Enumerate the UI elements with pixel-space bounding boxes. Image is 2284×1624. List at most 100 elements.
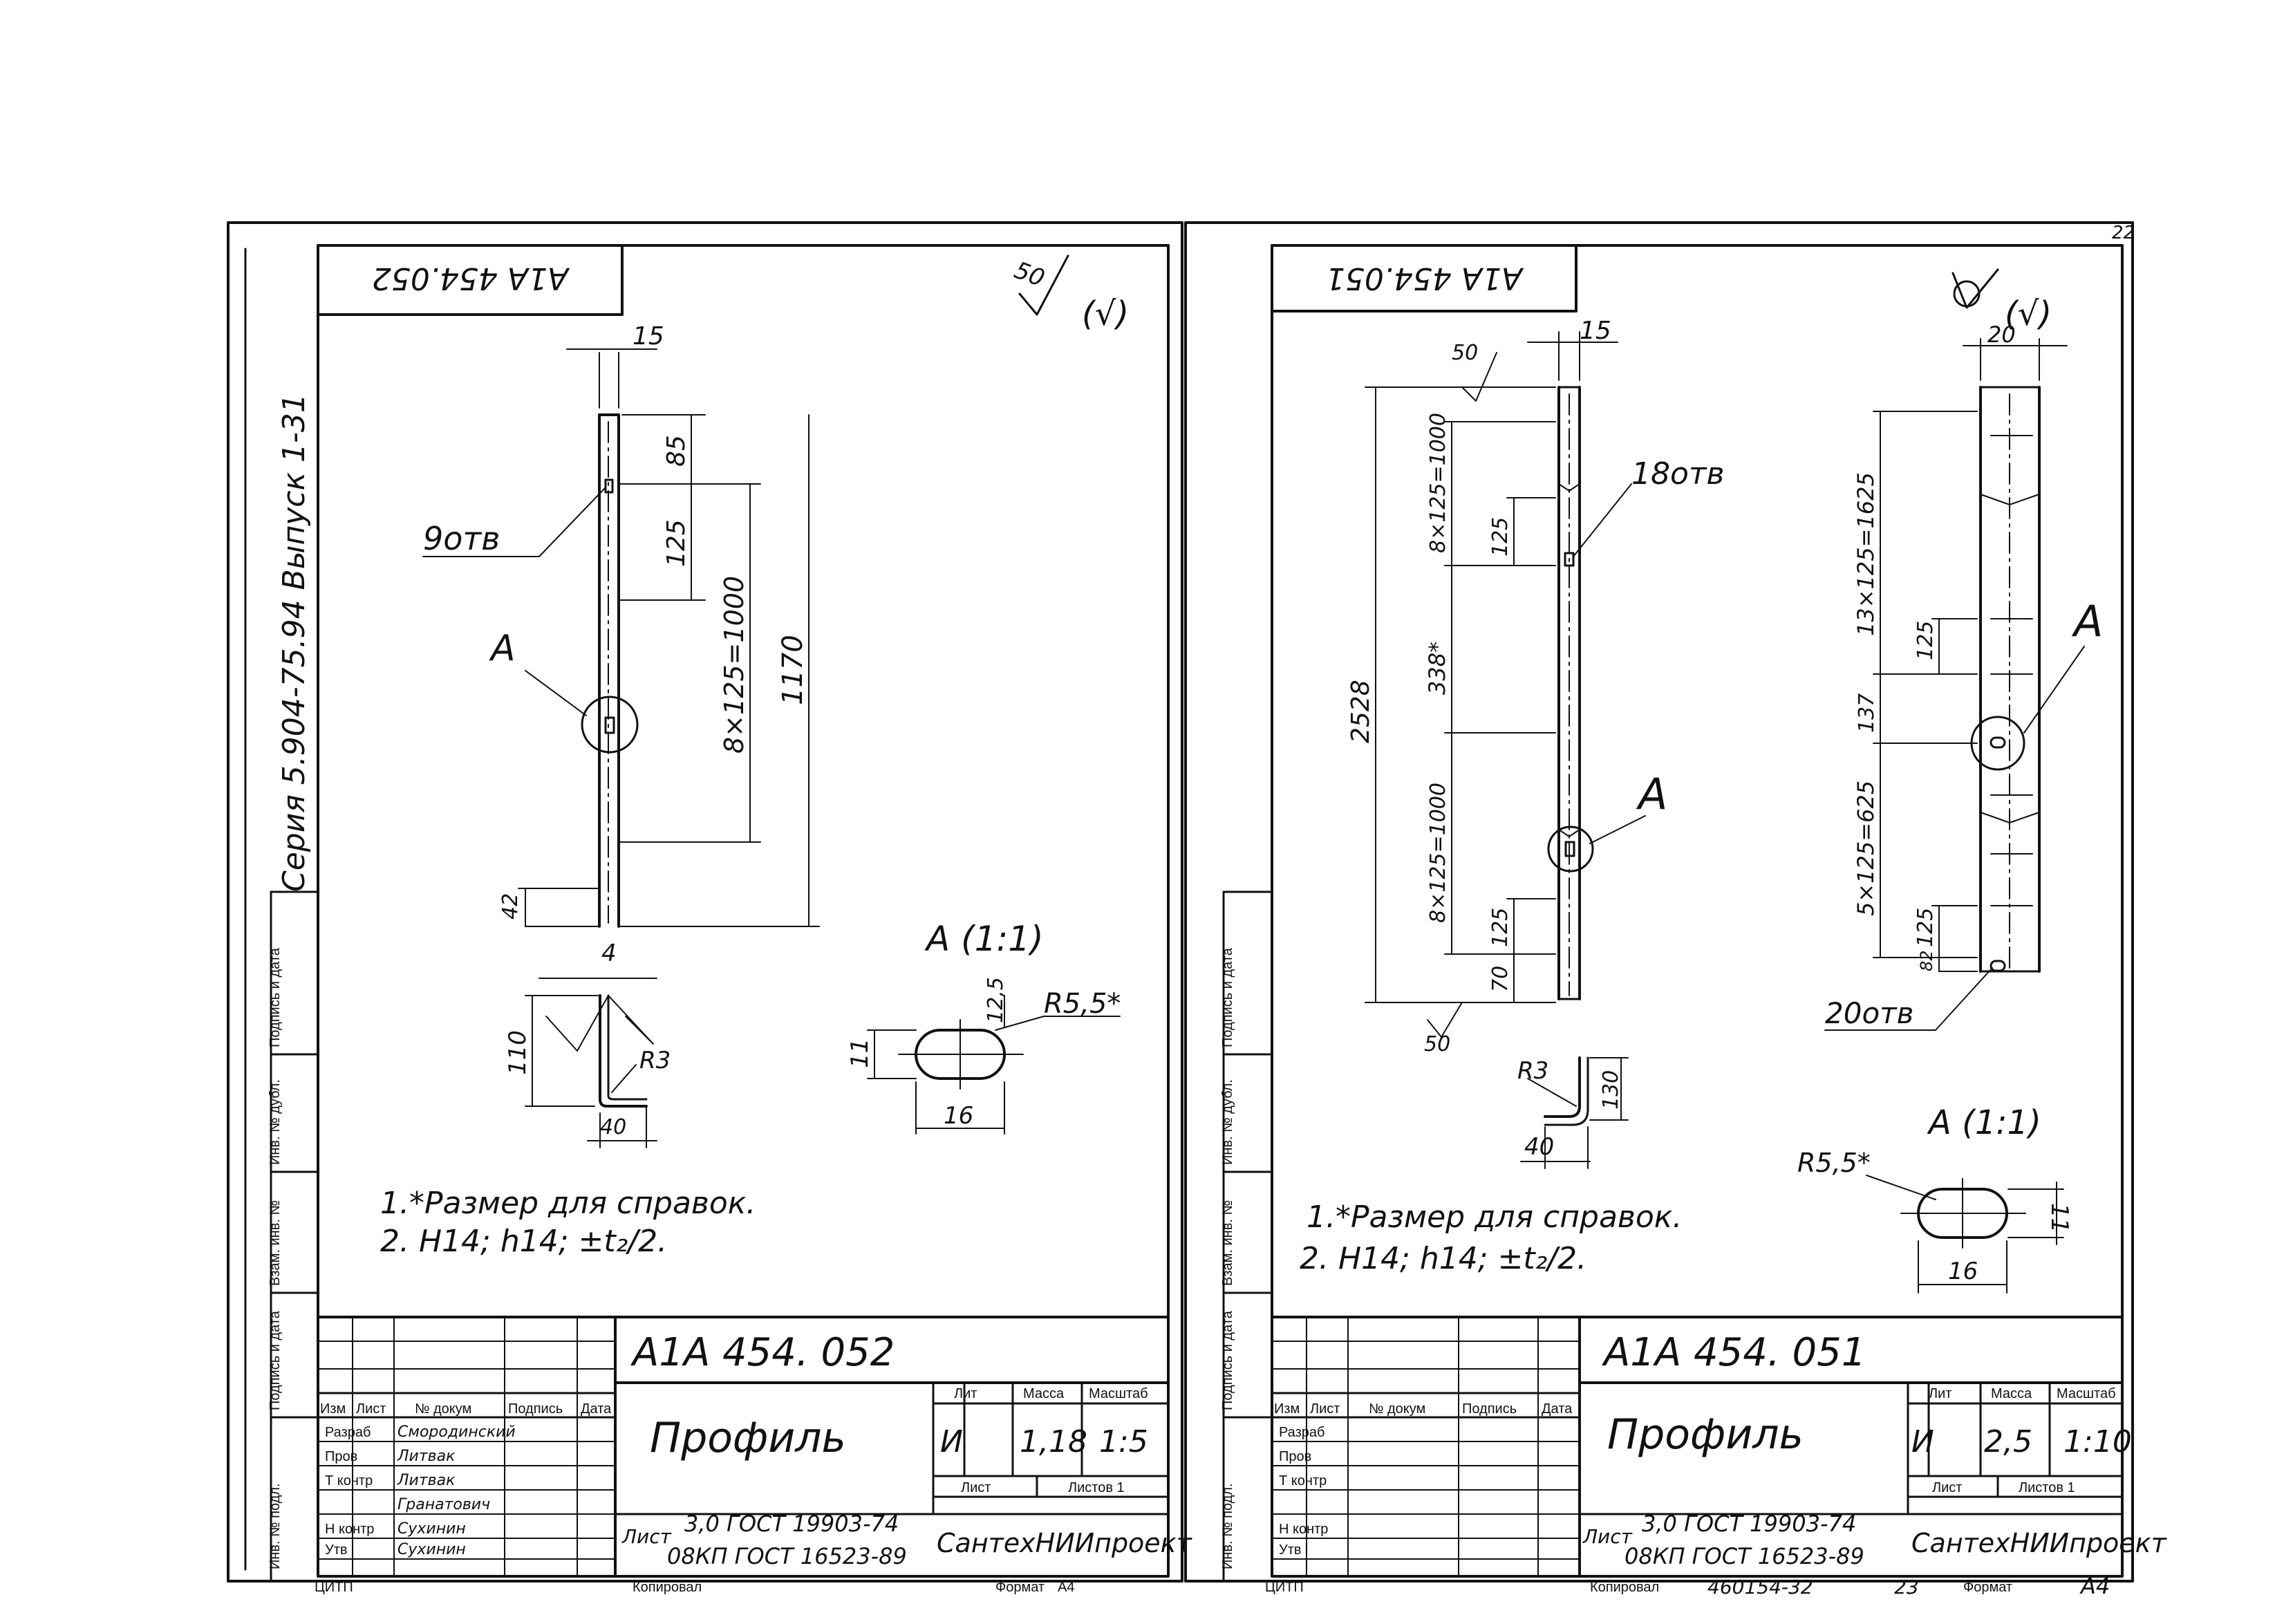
right-dim-82: 82 [1917, 950, 1936, 971]
right-side-label-4: Подпись и дата [1220, 1310, 1235, 1410]
left-dim-1170: 1170 [777, 635, 809, 705]
left-section-view [525, 994, 657, 1148]
left-sig-6: Сухинин [397, 1541, 466, 1558]
left-dim-42: 42 [498, 893, 523, 920]
left-note-2: 2. H14; h14; ±t₂/2. [380, 1224, 667, 1259]
right-tb-izm: Изм [1274, 1401, 1300, 1417]
left-footer-copied: Копировал [633, 1580, 702, 1595]
right-detail-a-label: А (1:1) [1927, 1103, 2041, 1142]
left-tb-lit-hdr: Лит [954, 1386, 977, 1401]
left-tb-role-check: Пров [325, 1449, 357, 1464]
left-tb-sign: Подпись [508, 1401, 563, 1417]
svg-text:50: 50 [1011, 256, 1048, 292]
left-tb-sheets-hdr: Листов 1 [1068, 1480, 1125, 1495]
left-tb-sheet-hdr: Лист [961, 1480, 991, 1495]
left-dim-85: 85 [662, 435, 691, 467]
right-tb-role-ncontr: Н контр [1279, 1522, 1328, 1537]
left-holes-label: 9отв [423, 520, 500, 557]
right-note-1: 1.*Размер для справок. [1307, 1200, 1682, 1235]
right-footer-format: Формат [1963, 1580, 2012, 1595]
right-dim-125d: 125 [1913, 908, 1938, 947]
right-tb-lit: И [1911, 1424, 1934, 1459]
right-dim-70: 70 [1488, 966, 1513, 992]
left-title-code: А1А 454. 052 [630, 1330, 895, 1375]
side-label-sign-date-2: Подпись и дата [268, 1310, 283, 1410]
left-tb-list: Лист [356, 1401, 386, 1417]
right-note-2: 2. H14; h14; ±t₂/2. [1300, 1241, 1586, 1276]
right-tb-sign: Подпись [1462, 1401, 1517, 1417]
left-inner-frame [317, 244, 1170, 1578]
right-outer-frame [1184, 221, 2134, 1583]
right-dim-11: 11 [2046, 1203, 2073, 1233]
right-footer-page: 23 [1894, 1576, 1919, 1598]
left-tb-scale-hdr: Масштаб [1089, 1386, 1148, 1401]
right-tb-list: Лист [1310, 1401, 1340, 1417]
side-label-replace: Взам. инв. № [268, 1200, 283, 1286]
right-profile-part-2 [1824, 338, 2085, 1031]
left-dim-4: 4 [601, 940, 617, 967]
right-material-2: 08КП ГОСТ 16523-89 [1625, 1543, 1864, 1569]
left-detail-a [867, 995, 1121, 1135]
right-view-a-1: А [1636, 769, 1667, 819]
series-stamp: Серия 5.904-75.94 Выпуск 1-31 [277, 393, 312, 892]
right-roughness-general: (√) [2005, 295, 2052, 333]
right-tb-scale-hdr: Масштаб [2057, 1386, 2116, 1401]
right-tb-doc: № докум [1369, 1401, 1425, 1417]
left-footer-format-value: А4 [1058, 1580, 1074, 1595]
right-dim-125b: 125 [1488, 908, 1513, 947]
side-label-dup: Инв. № дубл. [268, 1079, 283, 1165]
right-roughness-bottom: 50 [1424, 1032, 1450, 1056]
right-title-block [1271, 1316, 2124, 1578]
right-tb-sheets-hdr: Листов 1 [2019, 1480, 2075, 1495]
right-detail-a [1866, 1175, 2064, 1294]
right-dim-125a: 125 [1488, 517, 1513, 557]
left-title-block [317, 1316, 1170, 1578]
right-org: СантехНИИпроект [1911, 1528, 2168, 1558]
right-side-label-5: Инв. № подл. [1220, 1483, 1235, 1569]
right-tb-role-approve: Утв [1279, 1542, 1302, 1558]
right-roughness-top: 50 [1452, 341, 1478, 365]
right-side-label-1: Подпись и дата [1220, 947, 1235, 1047]
left-tb-izm: Изм [320, 1401, 346, 1417]
left-note-1: 1.*Размер для справок. [380, 1186, 756, 1221]
left-roughness-general: (√) [1082, 295, 1129, 333]
left-r3: R3 [639, 1047, 671, 1074]
right-dim-130: 130 [1599, 1070, 1623, 1110]
left-tb-mass: 1,18 [1020, 1424, 1087, 1459]
left-view-a-label: А [489, 628, 516, 669]
right-tb-sheet-hdr: Лист [1932, 1480, 1962, 1495]
right-inner-frame [1271, 244, 2124, 1578]
right-dim-40: 40 [1524, 1133, 1554, 1161]
left-sig-1: Смородинский [397, 1424, 516, 1441]
left-drawing-sheet: Подпись и дата Инв. № дубл. Взам. инв. №… [227, 221, 1193, 1595]
left-tb-role-tcontr: Т контр [325, 1473, 373, 1488]
right-side-label-3: Взам. инв. № [1220, 1200, 1235, 1286]
left-dim-40: 40 [600, 1115, 626, 1139]
right-side-label-2: Инв. № дубл. [1220, 1079, 1235, 1165]
left-footer-format: Формат [995, 1580, 1045, 1595]
right-tb-scale: 1:10 [2063, 1424, 2132, 1459]
right-dim-338: 338* [1424, 642, 1450, 695]
right-title-code: А1А 454. 051 [1602, 1330, 1866, 1375]
left-sig-3: Литвак [397, 1472, 456, 1489]
right-section-view [1520, 1056, 1629, 1169]
left-dim-8x125: 8×125=1000 [719, 576, 749, 754]
right-footer-job: 460154-32 [1707, 1576, 1813, 1598]
right-tb-role-dev: Разраб [1279, 1425, 1324, 1440]
left-tb-role-approve: Утв [325, 1542, 348, 1558]
right-dim-8x125-top: 8×125=1000 [1426, 413, 1450, 553]
left-material-1: 3,0 ГОСТ 19903-74 [684, 1511, 899, 1537]
right-binding-strip: Подпись и дата Инв. № дубл. Взам. инв. №… [1220, 890, 1273, 1583]
right-drawing-sheet: 22 Подпись и дата Инв. № дубл. Взам. инв… [1184, 221, 2168, 1599]
left-sig-4: Гранатович [397, 1496, 490, 1513]
left-rev-code: А1А 454.052 [372, 261, 570, 296]
left-dim-16: 16 [944, 1102, 973, 1130]
left-org: СантехНИИпроект [937, 1528, 1193, 1558]
right-tb-mass: 2,5 [1984, 1424, 2032, 1459]
left-tb-mass-hdr: Масса [1023, 1386, 1065, 1401]
right-dim-top-width: 15 [1580, 317, 1611, 345]
left-material-prefix: Лист [621, 1525, 672, 1548]
left-material-2: 08КП ГОСТ 16523-89 [667, 1543, 907, 1569]
left-footer-citp: ЦИТП [315, 1580, 353, 1595]
right-r3: R3 [1517, 1057, 1548, 1085]
